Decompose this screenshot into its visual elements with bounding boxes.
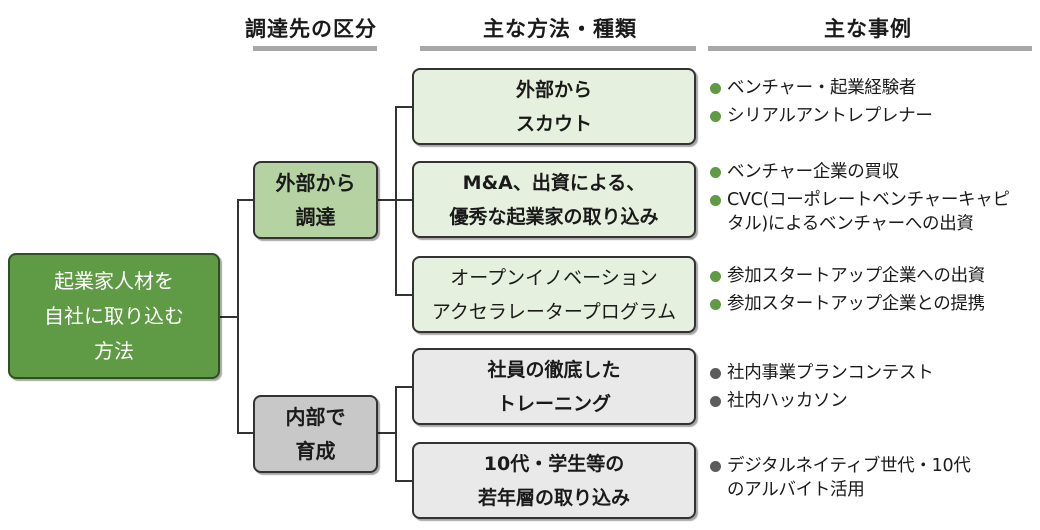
connector-root-vertical xyxy=(237,199,239,434)
connector-to-internal xyxy=(237,432,253,434)
bullet-icon xyxy=(710,396,721,407)
bullet-icon xyxy=(710,368,721,379)
example-item: デジタルネイティブ世代・10代 のアルバイト活用 xyxy=(708,454,1038,502)
bullet-icon xyxy=(710,461,721,472)
header-category: 調達先の区分 xyxy=(245,17,377,41)
root-box: 起業家人材を 自社に取り込む 方法 xyxy=(8,253,220,379)
method-box-ma: M&A、出資による、 優秀な起業家の取り込み xyxy=(412,161,696,238)
method-label: 10代・学生等の 若年層の取り込み xyxy=(477,452,630,509)
example-item: ベンチャー企業の買収 xyxy=(708,160,1038,184)
method-label: M&A、出資による、 優秀な起業家の取り込み xyxy=(449,171,659,228)
bullet-icon xyxy=(710,167,721,178)
example-item: ベンチャー・起業経験者 xyxy=(708,76,1038,100)
category-external-label: 外部から 調達 xyxy=(275,171,356,229)
example-text: 社内事業プランコンテスト xyxy=(727,363,934,383)
example-text: デジタルネイティブ世代・10代 のアルバイト活用 xyxy=(727,456,971,500)
method-box-young: 10代・学生等の 若年層の取り込み xyxy=(412,442,696,519)
connector-internal-out xyxy=(378,432,396,434)
example-text: ベンチャー企業の買収 xyxy=(727,162,899,182)
header-examples-bar xyxy=(708,46,1032,51)
method-label: オープンイノベーション アクセラレータープログラム xyxy=(431,266,677,323)
example-item: 参加スタートアップ企業との提携 xyxy=(708,292,1038,316)
header-method-bar xyxy=(420,46,696,51)
example-text: CVC(コーポレートベンチャーキャピ タル)によるベンチャーへの出資 xyxy=(727,190,1010,234)
bullet-icon xyxy=(710,83,721,94)
connector-to-method-4 xyxy=(395,386,412,388)
bullet-icon xyxy=(710,271,721,282)
root-label: 起業家人材を 自社に取り込む 方法 xyxy=(44,268,184,363)
connector-to-method-3 xyxy=(395,294,412,296)
example-item: 社内ハッカソン xyxy=(708,389,1038,413)
example-text: シリアルアントレプレナー xyxy=(727,106,933,126)
bullet-icon xyxy=(710,111,721,122)
category-internal-box: 内部で 育成 xyxy=(253,395,378,473)
connector-to-method-1 xyxy=(395,106,412,108)
example-item: 参加スタートアップ企業への出資 xyxy=(708,264,1038,288)
connector-external-vertical xyxy=(395,106,397,296)
method-box-open-innovation: オープンイノベーション アクセラレータープログラム xyxy=(412,256,696,333)
bullet-icon xyxy=(710,299,721,310)
method-label: 社員の徹底した トレーニング xyxy=(487,358,621,415)
example-text: 参加スタートアップ企業との提携 xyxy=(727,294,985,314)
example-item: 社内事業プランコンテスト xyxy=(708,361,1038,385)
category-external-box: 外部から 調達 xyxy=(253,161,378,239)
example-item: シリアルアントレプレナー xyxy=(708,104,1038,128)
header-examples: 主な事例 xyxy=(824,17,912,41)
header-category-bar xyxy=(253,46,377,51)
connector-to-external xyxy=(237,199,253,201)
method-box-scout: 外部から スカウト xyxy=(412,68,696,145)
connector-external-out xyxy=(378,199,396,201)
example-item: CVC(コーポレートベンチャーキャピ タル)によるベンチャーへの出資 xyxy=(708,188,1038,236)
method-box-training: 社員の徹底した トレーニング xyxy=(412,348,696,425)
connector-to-method-5 xyxy=(395,480,412,482)
example-text: 参加スタートアップ企業への出資 xyxy=(727,266,985,286)
example-text: ベンチャー・起業経験者 xyxy=(727,78,917,98)
connector-internal-vertical xyxy=(395,386,397,482)
category-internal-label: 内部で 育成 xyxy=(285,405,346,463)
method-label: 外部から スカウト xyxy=(515,78,592,135)
example-text: 社内ハッカソン xyxy=(727,391,848,411)
header-method: 主な方法・種類 xyxy=(483,17,637,41)
bullet-icon xyxy=(710,195,721,206)
connector-to-method-2 xyxy=(395,199,412,201)
connector-root-out xyxy=(220,316,238,318)
